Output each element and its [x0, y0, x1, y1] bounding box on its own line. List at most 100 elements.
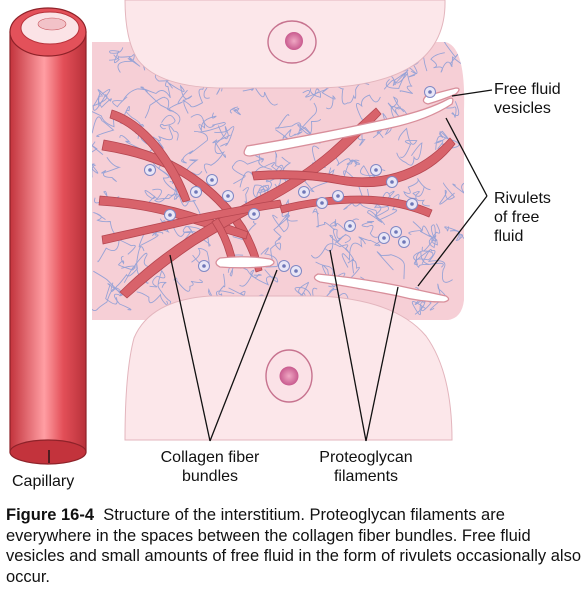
vesicle-dot: [320, 201, 324, 205]
rivulets-label-line2: of free: [494, 209, 540, 226]
label-vesicles: Free fluid vesicles: [494, 80, 561, 118]
vesicle-dot: [394, 230, 398, 234]
filament-strand: [256, 177, 292, 203]
vesicle-dot: [348, 224, 352, 228]
filament-strand: [181, 130, 208, 164]
vesicle-dot: [168, 213, 172, 217]
filament-strand: [92, 212, 118, 237]
figure-number: Figure 16-4: [6, 506, 95, 524]
filament-strand: [198, 119, 226, 133]
filament-strand: [374, 190, 395, 209]
filament-strand: [332, 228, 351, 244]
filament-strand: [403, 178, 431, 199]
vesicle-dot: [148, 168, 152, 172]
collagen-label-line1: Collagen fiber: [160, 449, 260, 466]
filament-strand: [411, 299, 432, 316]
pointer-lines: [48, 89, 493, 463]
filament-strand: [92, 155, 99, 178]
vesicle-dot: [210, 178, 214, 182]
filament-strand: [117, 255, 136, 271]
capillary-tube: [9, 7, 87, 465]
filament-strand: [101, 156, 122, 182]
label-capillary: Capillary: [12, 473, 75, 490]
filament-strand: [92, 116, 115, 145]
filament-strand: [154, 179, 178, 203]
filament-strand: [321, 287, 350, 312]
filament-strand: [439, 182, 456, 205]
filament-strand: [92, 141, 104, 162]
filament-strand: [231, 159, 264, 185]
vesicles-label-line1: Free fluid: [494, 81, 561, 98]
small-vesicles: [144, 86, 436, 277]
filament-strand: [412, 187, 430, 207]
filament-strand: [93, 270, 132, 311]
vesicle-dot: [202, 264, 206, 268]
filament-strand: [430, 52, 453, 73]
filament-strand: [351, 198, 386, 226]
filament-strand: [190, 112, 217, 132]
filament-strand: [398, 127, 418, 158]
filament-strand: [149, 269, 166, 288]
filament-strand: [159, 114, 176, 130]
filament-strand: [110, 262, 138, 292]
rivulets-label-line1: Rivulets: [494, 190, 551, 207]
filament-strand: [376, 251, 405, 280]
filament-strand: [239, 269, 279, 287]
vesicle-dot: [382, 236, 386, 240]
vesicle-dot: [282, 264, 286, 268]
vesicle-dot: [336, 194, 340, 198]
filament-strand: [109, 47, 124, 64]
filament-strand: [413, 250, 434, 268]
filament-strand: [297, 118, 321, 138]
filament-strand: [144, 89, 188, 112]
vesicle-top: [422, 87, 460, 105]
filament-strand: [408, 221, 433, 238]
filament-strand: [92, 287, 122, 312]
rivulets-label-line3: fluid: [494, 228, 524, 245]
figure-caption: Figure 16-4 Structure of the interstitiu…: [6, 505, 582, 587]
filament-strand: [341, 238, 366, 268]
filament-strand: [97, 88, 112, 109]
filament-strand: [166, 80, 193, 102]
vesicles-label-line2: vesicles: [494, 100, 551, 117]
vesicle-dot: [410, 202, 414, 206]
label-rivulets: Rivulets of free fluid: [494, 189, 551, 246]
filament-strand: [452, 176, 465, 195]
filament-strand: [214, 126, 235, 147]
vesicle-dot: [428, 90, 432, 94]
vesicle-dot: [226, 194, 230, 198]
filament-strand: [173, 277, 203, 292]
filament-strand: [203, 134, 231, 174]
filament-strand: [229, 106, 241, 116]
label-collagen: Collagen fiber bundles: [135, 448, 285, 486]
filament-strand: [444, 101, 460, 118]
filament-strand: [112, 88, 147, 108]
filament-strand: [105, 283, 132, 305]
vesicle-dot: [194, 190, 198, 194]
filament-strand: [396, 142, 423, 166]
filament-strand: [413, 249, 444, 268]
vesicle-dot: [302, 190, 306, 194]
filament-strand: [324, 234, 355, 274]
filament-strand: [152, 125, 179, 142]
rivulet-2: [215, 256, 275, 269]
vesicle-dot: [294, 269, 298, 273]
filament-strand: [312, 208, 336, 231]
filament-strand: [144, 96, 181, 125]
vesicle-dot: [252, 212, 256, 216]
filament-strand: [341, 82, 370, 105]
filament-strand: [159, 168, 189, 207]
filament-strand: [421, 235, 438, 252]
proteoglycan-label-line1: Proteoglycan: [319, 449, 413, 466]
free-fluid: [215, 87, 460, 303]
filament-strand: [175, 183, 201, 215]
filament-strand: [92, 110, 115, 128]
filament-strand: [387, 96, 405, 120]
filament-strand: [272, 214, 290, 237]
rivulet-1: [243, 97, 454, 157]
filament-strand: [459, 215, 465, 243]
label-proteoglycan: Proteoglycan filaments: [296, 448, 436, 486]
filament-strand: [275, 114, 303, 136]
rivulet-3: [313, 273, 450, 303]
filament-strand: [117, 42, 141, 73]
